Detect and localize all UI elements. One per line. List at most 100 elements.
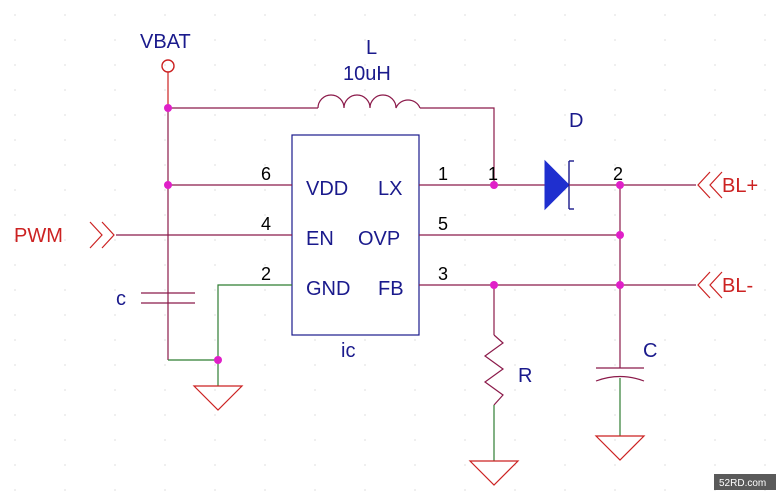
- grid-dot: [764, 39, 766, 41]
- grid-dot: [64, 114, 66, 116]
- grid-dot: [114, 364, 116, 366]
- grid-dot: [514, 39, 516, 41]
- grid-dot: [264, 239, 266, 241]
- grid-dot: [314, 114, 316, 116]
- grid-dot: [114, 164, 116, 166]
- grid-dot: [414, 114, 416, 116]
- output-capacitor-ref: C: [643, 340, 657, 362]
- pin-number-vdd: 6: [261, 164, 271, 184]
- pin-number-ovp: 5: [438, 214, 448, 234]
- grid-dot: [614, 164, 616, 166]
- grid-dot: [764, 164, 766, 166]
- grid-dot: [464, 189, 466, 191]
- grid-dot: [264, 414, 266, 416]
- grid-dot: [14, 339, 16, 341]
- grid-dot: [614, 89, 616, 91]
- grid-dot: [164, 139, 166, 141]
- bl-plus-connector: [697, 171, 723, 199]
- grid-dot: [464, 464, 466, 466]
- grid-dot: [114, 64, 116, 66]
- grid-dot: [614, 289, 616, 291]
- grid-dot: [264, 114, 266, 116]
- grid-dot: [714, 389, 716, 391]
- grid-dot: [214, 339, 216, 341]
- junction-dot: [616, 231, 624, 239]
- grid-dot: [464, 339, 466, 341]
- grid-dot: [64, 14, 66, 16]
- grid-dot: [14, 264, 16, 266]
- grid-dot: [164, 264, 166, 266]
- grid-dot: [314, 389, 316, 391]
- grid-dot: [714, 139, 716, 141]
- grid-dot: [214, 289, 216, 291]
- grid-dot: [364, 114, 366, 116]
- grid-dot: [414, 339, 416, 341]
- grid-dot: [314, 364, 316, 366]
- grid-dot: [514, 289, 516, 291]
- grid-dot: [164, 364, 166, 366]
- grid-dot: [64, 139, 66, 141]
- grid-dot: [664, 139, 666, 141]
- grid-dot: [464, 289, 466, 291]
- grid-dot: [414, 439, 416, 441]
- grid-dot: [64, 89, 66, 91]
- grid-dot: [514, 114, 516, 116]
- grid-dot: [64, 489, 66, 491]
- grid-dot: [614, 389, 616, 391]
- grid-dot: [514, 14, 516, 16]
- junction-dot: [164, 181, 172, 189]
- grid-dot: [214, 314, 216, 316]
- grid-dot: [564, 389, 566, 391]
- grid-dot: [364, 89, 366, 91]
- grid-dot: [14, 239, 16, 241]
- grid-dot: [614, 489, 616, 491]
- grid-dot: [314, 39, 316, 41]
- grid-dot: [414, 39, 416, 41]
- grid-dot: [114, 464, 116, 466]
- grid-dot: [664, 64, 666, 66]
- grid-dot: [264, 139, 266, 141]
- junction-dot: [490, 281, 498, 289]
- grid-dot: [464, 139, 466, 141]
- grid-dot: [164, 489, 166, 491]
- grid-dot: [214, 89, 216, 91]
- grid-dot: [764, 439, 766, 441]
- grid-dot: [664, 39, 666, 41]
- grid-dot: [464, 364, 466, 366]
- grid-dot: [214, 164, 216, 166]
- grid-dot: [114, 439, 116, 441]
- grid-dot: [764, 339, 766, 341]
- grid-dot: [764, 64, 766, 66]
- grid-dot: [414, 389, 416, 391]
- grid-dot: [564, 164, 566, 166]
- grid-dot: [464, 14, 466, 16]
- ic-pin-gnd: GND: [306, 278, 350, 300]
- grid-dot: [714, 214, 716, 216]
- grid-dot: [514, 64, 516, 66]
- grid-dot: [564, 64, 566, 66]
- grid-dot: [314, 489, 316, 491]
- grid-dot: [314, 339, 316, 341]
- grid-dot: [364, 14, 366, 16]
- junction-dots: [164, 104, 624, 364]
- grid-dot: [664, 114, 666, 116]
- grid-dot: [464, 64, 466, 66]
- grid-dot: [64, 164, 66, 166]
- grid-dot: [214, 64, 216, 66]
- grid-dot: [564, 339, 566, 341]
- grid-dot: [64, 364, 66, 366]
- grid-dot: [514, 339, 516, 341]
- grid-dot: [114, 14, 116, 16]
- grid-dot: [464, 39, 466, 41]
- grid-dot: [464, 164, 466, 166]
- diode-symbol: [544, 159, 574, 211]
- grid-dot: [564, 239, 566, 241]
- grid-dot: [164, 14, 166, 16]
- grid-dot: [564, 364, 566, 366]
- grid-dot: [214, 14, 216, 16]
- grid-dot: [264, 464, 266, 466]
- grid-dot: [414, 489, 416, 491]
- grid-dot: [764, 314, 766, 316]
- grid-dot: [314, 414, 316, 416]
